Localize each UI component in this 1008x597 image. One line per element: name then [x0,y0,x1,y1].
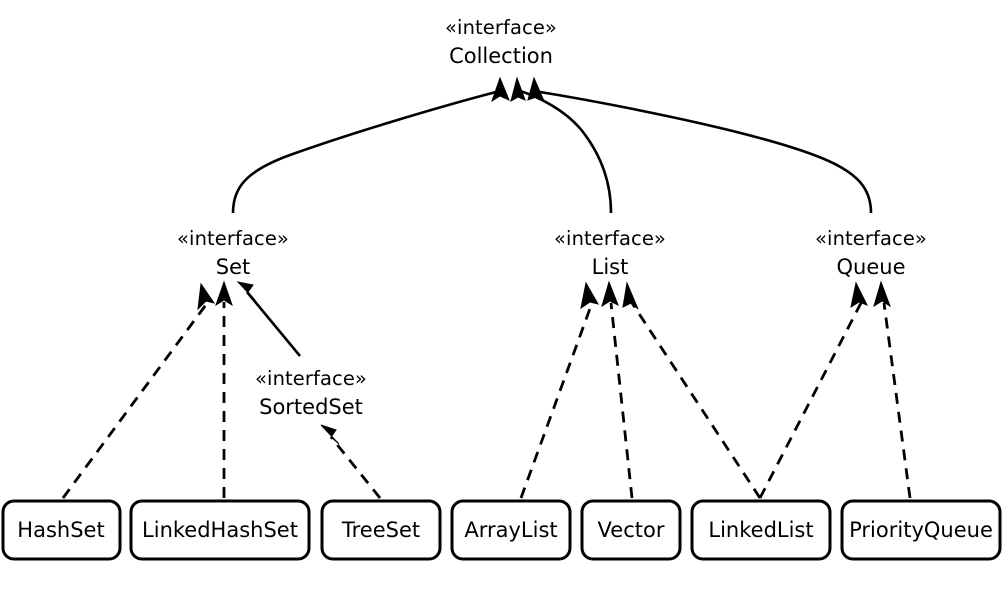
class-box-linkedlist[interactable] [690,499,832,561]
class-label-priorityqueue[interactable]: PriorityQueue [849,518,993,542]
class-box-vector[interactable] [580,499,682,561]
stereotype-label-set: «interface» [177,227,289,250]
edge-group-to-set [61,280,233,499]
edge-arraylist-to-list [519,302,594,499]
arrowhead-linkedhashset-to-set [215,280,233,307]
edge-group-sortedset [236,281,302,357]
class-label-treeset[interactable]: TreeSet [341,518,421,542]
edge-group-to-queue [758,280,912,499]
edge-linkedlist-to-queue [758,302,863,499]
class-box-treeset[interactable] [320,499,442,561]
edge-group-to-sortedset [320,424,382,499]
interface-node-collection[interactable]: «interface» Collection [445,18,557,67]
edge-list-to-collection [516,88,613,214]
interface-name-list: List [591,254,629,279]
arrowhead-hashset-to-set [197,282,216,311]
interface-node-sortedset[interactable]: «interface» SortedSet [255,369,367,418]
interface-name-sortedset: SortedSet [259,394,363,419]
interface-node-list[interactable]: «interface» List [554,229,666,278]
class-label-vector[interactable]: Vector [597,518,665,542]
arrowhead-linkedlist-to-list [622,281,639,310]
edge-treeset-to-sortedset [329,436,382,499]
edge-group-to-collection [231,88,873,214]
edge-queue-to-collection [533,89,873,214]
class-label-linkedhashset[interactable]: LinkedHashSet [142,518,298,542]
stereotype-label-sortedset: «interface» [255,367,367,390]
arrowhead-arraylist-to-list [580,281,600,310]
arrowhead-sortedset-to-set [236,281,256,301]
arrowhead-priorityqueue-to-queue [873,280,891,308]
class-label-arraylist[interactable]: ArrayList [464,518,558,542]
arrowhead-treeset-to-sortedset [320,424,340,445]
arrowheads-collection [491,76,546,103]
interface-node-queue[interactable]: «interface» Queue [815,229,927,278]
stereotype-label-collection: «interface» [445,16,557,39]
interface-name-set: Set [215,254,251,279]
class-box-linkedhashset[interactable] [129,499,311,561]
edge-sortedset-to-set [245,291,302,357]
class-box-group [1,499,1002,561]
edge-group-to-list [519,280,762,499]
class-label-linkedlist[interactable]: LinkedList [708,518,814,542]
arrowhead-set-to-collection [491,76,510,103]
class-box-arraylist[interactable] [450,499,572,561]
class-box-priorityqueue[interactable] [840,499,1002,561]
interface-node-set[interactable]: «interface» Set [177,229,289,278]
edge-set-to-collection [231,90,497,214]
edge-hashset-to-set [61,301,210,499]
interface-name-queue: Queue [836,254,906,279]
arrowhead-list-to-collection [510,76,526,103]
edge-linkedlist-to-list [630,302,762,499]
arrowhead-vector-to-list [601,280,619,308]
arrowhead-queue-to-collection [527,76,546,103]
edge-priorityqueue-to-queue [882,302,912,499]
stereotype-label-list: «interface» [554,227,666,250]
edge-vector-to-list [609,302,634,499]
arrowhead-linkedlist-to-queue [850,281,869,309]
interface-name-collection: Collection [449,43,553,68]
stereotype-label-queue: «interface» [815,227,927,250]
class-box-hashset[interactable] [1,499,122,561]
class-label-hashset[interactable]: HashSet [17,518,105,542]
